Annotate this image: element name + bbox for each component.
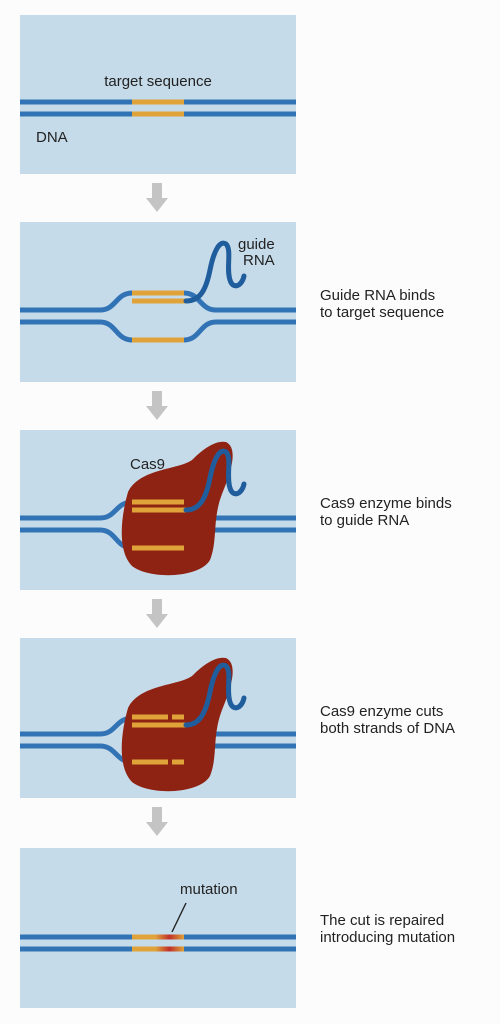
target-sequence-bottom xyxy=(132,545,184,551)
target-sequence-bottom xyxy=(132,111,184,117)
caption-line: Cas9 enzyme cuts xyxy=(320,703,444,720)
caption-line: to guide RNA xyxy=(320,512,410,529)
panel-background xyxy=(20,15,296,174)
panel-1: target sequence DNA xyxy=(20,15,296,174)
caption-line: The cut is repaired xyxy=(320,912,445,929)
dna-label: DNA xyxy=(36,129,68,146)
cas9-label: Cas9 xyxy=(130,456,165,473)
down-arrow xyxy=(146,599,168,628)
panel-4 xyxy=(20,638,296,798)
target-sequence-top xyxy=(132,499,184,505)
down-arrow xyxy=(146,391,168,420)
mutated-sequence-top xyxy=(132,934,184,940)
target-sequence-top-right xyxy=(172,714,184,720)
mutation-pointer xyxy=(171,902,187,933)
guide-rna-label-line1: guide xyxy=(238,236,275,253)
caption-line: Cas9 enzyme binds xyxy=(320,495,452,512)
caption-step-4: Cas9 enzyme cuts both strands of DNA xyxy=(320,703,455,737)
mutated-sequence-bottom xyxy=(132,946,184,952)
caption-step-5: The cut is repaired introducing mutation xyxy=(320,912,455,946)
target-sequence-label: target sequence xyxy=(104,73,212,90)
caption-step-3: Cas9 enzyme binds to guide RNA xyxy=(320,495,452,529)
down-arrow xyxy=(146,807,168,836)
guide-rna xyxy=(183,448,247,513)
caption-step-2: Guide RNA binds to target sequence xyxy=(320,287,444,321)
target-sequence-bottom-right xyxy=(172,759,184,765)
caption-line: introducing mutation xyxy=(320,929,456,946)
mutation-label: mutation xyxy=(180,881,238,898)
panel-background xyxy=(20,848,296,1008)
panel-2: guide RNA xyxy=(20,222,296,382)
guide-rna-label-line2: RNA xyxy=(243,252,275,269)
down-arrow xyxy=(146,183,168,212)
target-sequence-top xyxy=(132,290,184,296)
panel-3: Cas9 xyxy=(20,430,296,590)
guide-rna xyxy=(183,662,247,728)
target-sequence-bottom-left xyxy=(132,759,168,765)
caption-line: both strands of DNA xyxy=(320,720,456,737)
caption-line: Guide RNA binds xyxy=(320,287,436,304)
caption-line: to target sequence xyxy=(320,304,445,321)
target-sequence-top xyxy=(132,99,184,105)
guide-rna xyxy=(183,240,247,304)
target-sequence-bottom xyxy=(132,337,184,343)
panel-5: mutation xyxy=(20,848,296,1008)
target-sequence-top-left xyxy=(132,714,168,720)
